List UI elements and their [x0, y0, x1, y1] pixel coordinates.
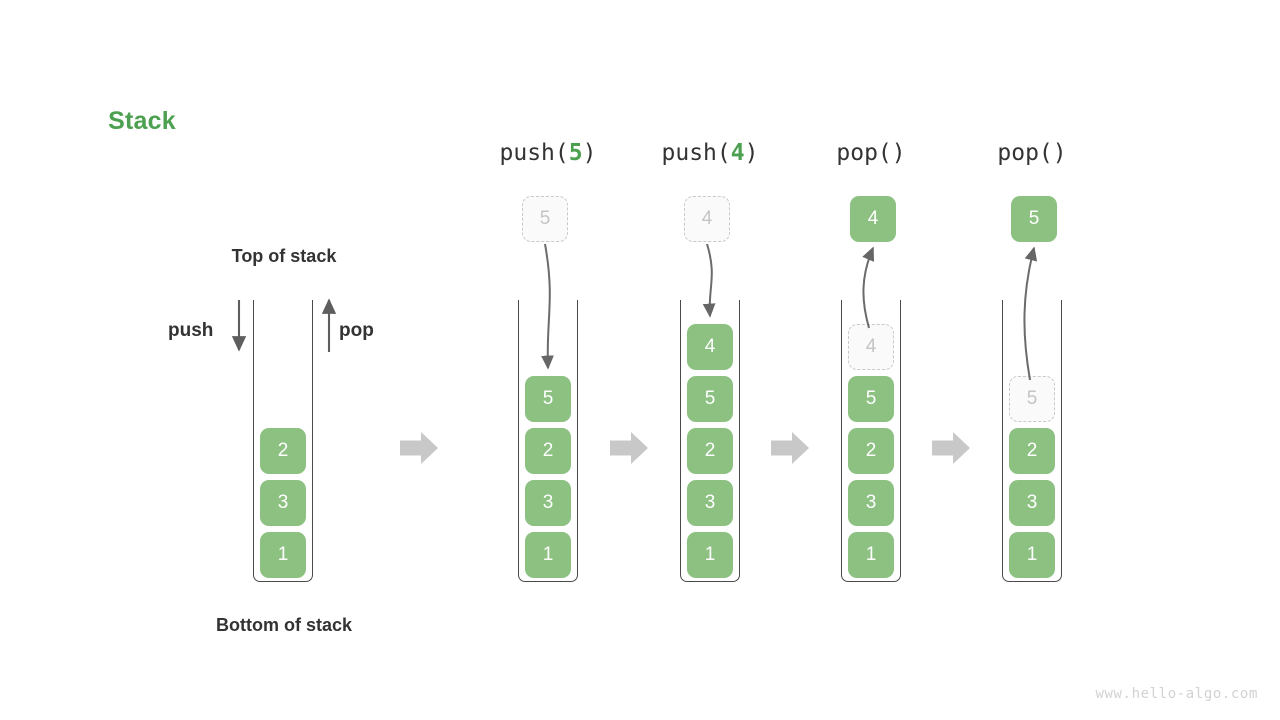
- stack-cell: 1: [687, 532, 733, 578]
- watermark: www.hello-algo.com: [1095, 686, 1258, 702]
- flow-arrow-icon: [400, 432, 438, 464]
- op-close-paren: ): [891, 140, 906, 166]
- stack-container: [253, 300, 313, 582]
- stack-cell: 2: [1009, 428, 1055, 474]
- stack-container: [518, 300, 578, 582]
- pop-label: pop: [339, 320, 374, 341]
- op-header-pop-2: pop(): [791, 140, 951, 166]
- op-argument: 4: [730, 140, 745, 166]
- popped-element: 4: [850, 196, 896, 242]
- stack-cell-ghost: 5: [1009, 376, 1055, 422]
- stack-container: [1002, 300, 1062, 582]
- stack-container: [680, 300, 740, 582]
- op-header-push-0: push(5): [468, 140, 628, 166]
- stack-step-2: 4 5 2 3 1: [791, 0, 951, 720]
- stack-cell: 2: [525, 428, 571, 474]
- pending-push-element: 4: [684, 196, 730, 242]
- stack-cell: 1: [848, 532, 894, 578]
- op-name: pop(: [997, 140, 1053, 166]
- stack-cell: 1: [525, 532, 571, 578]
- stack-step-3: 5 2 3 1: [952, 0, 1112, 720]
- stack-cell: 1: [1009, 532, 1055, 578]
- pending-push-element: 5: [522, 196, 568, 242]
- stack-container: [841, 300, 901, 582]
- stack-cell: 3: [687, 480, 733, 526]
- stack-initial: 2 3 1: [203, 0, 363, 720]
- stack-cell: 5: [525, 376, 571, 422]
- stack-cell: 2: [687, 428, 733, 474]
- stack-cell: 3: [848, 480, 894, 526]
- stack-cell: 2: [260, 428, 306, 474]
- op-name: pop(: [836, 140, 892, 166]
- stack-step-0: 5 2 3 1: [468, 0, 628, 720]
- stack-cell: 3: [1009, 480, 1055, 526]
- top-of-stack-label: Top of stack: [231, 246, 337, 266]
- op-name: push(: [499, 140, 569, 166]
- stack-cell-ghost: 4: [848, 324, 894, 370]
- bottom-of-stack-label: Bottom of stack: [215, 615, 352, 635]
- stack-cell: 4: [687, 324, 733, 370]
- op-close-paren: ): [1052, 140, 1067, 166]
- op-header-pop-3: pop(): [952, 140, 1112, 166]
- stack-cell: 3: [260, 480, 306, 526]
- op-close-paren: ): [582, 140, 597, 166]
- stack-cell: 3: [525, 480, 571, 526]
- stack-cell: 1: [260, 532, 306, 578]
- stack-cell: 5: [848, 376, 894, 422]
- push-label: push: [168, 320, 214, 341]
- stack-cell: 2: [848, 428, 894, 474]
- op-argument: 5: [568, 140, 583, 166]
- op-header-push-1: push(4): [630, 140, 790, 166]
- stack-cell: 5: [687, 376, 733, 422]
- op-close-paren: ): [744, 140, 759, 166]
- stack-step-1: 4 5 2 3 1: [630, 0, 790, 720]
- page-title: Stack: [108, 107, 176, 135]
- popped-element: 5: [1011, 196, 1057, 242]
- op-name: push(: [661, 140, 731, 166]
